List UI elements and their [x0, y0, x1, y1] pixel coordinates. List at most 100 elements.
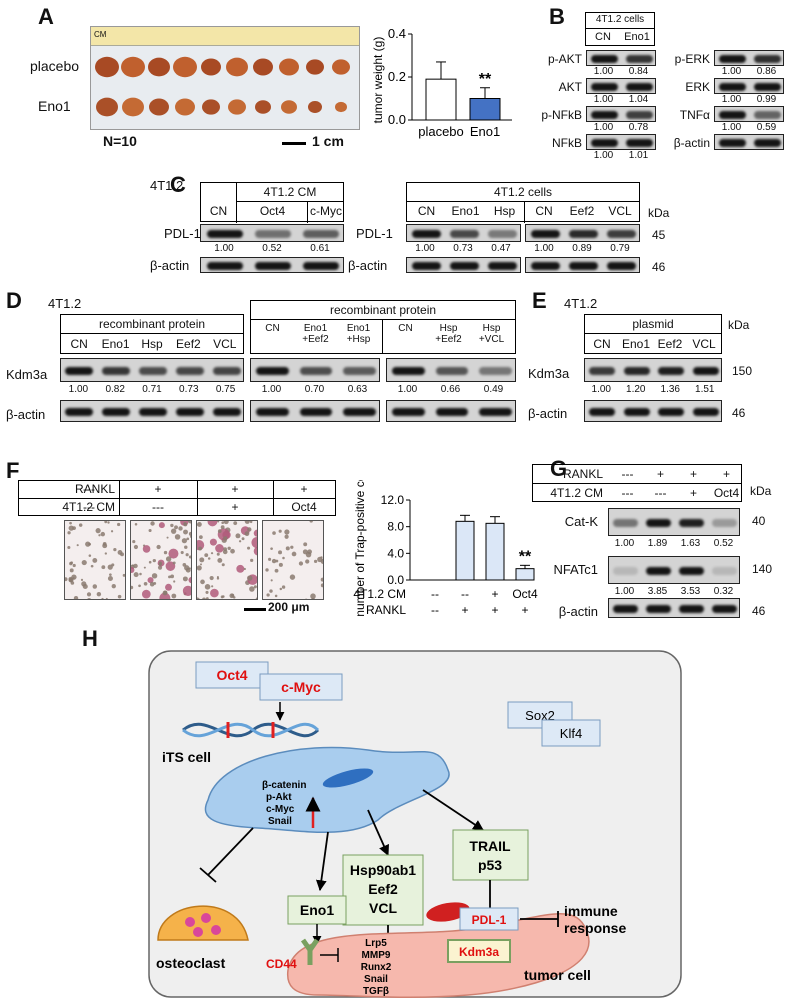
panel-c-row-pdl1-right: PDL-1: [356, 226, 393, 241]
panel-e-kdm3a-blot-band-1: [589, 367, 616, 375]
tumor-placebo-7: [253, 58, 273, 76]
panel-b-right-blot-4-band-2: [754, 139, 781, 147]
panel-e-actin-blot-band-4: [692, 408, 719, 416]
panel-g-val-1-1: 1.00: [614, 538, 635, 549]
cell-dot: [96, 591, 102, 597]
panel-f-row2-val-2: ---: [152, 500, 164, 514]
tumor-photo: CM: [90, 26, 360, 130]
panel-c-left-actin-blot: [200, 257, 344, 273]
cell-dot: [199, 557, 205, 563]
cell-dot: [188, 555, 191, 559]
panel-b-right-blot-2-band-2: [754, 83, 781, 91]
panel-c-right-val1-3: 0.47: [491, 243, 511, 254]
cell-dot: [236, 564, 245, 573]
panel-d-header-2-divider: [251, 319, 515, 320]
panel-g-blot-2-band-4: [711, 567, 738, 575]
panel-d-col2b-3: Hsp +VCL: [478, 323, 505, 345]
panel-f-row1-val-1: ---: [83, 482, 95, 496]
panel-f-y-axis-label: number of Trap-positive cells: [353, 480, 367, 617]
cell-dot: [221, 563, 225, 567]
panel-d-kdm3a-blot-1-band-3: [139, 367, 167, 375]
bar-2: [455, 520, 475, 581]
panel-e-header-divider: [585, 333, 721, 334]
hsp-line-3: VCL: [369, 900, 397, 916]
cell-dot: [150, 521, 155, 526]
cell-dot: [284, 534, 289, 539]
tumor-eno1-5: [202, 99, 220, 115]
panel-c-right-actin-blot-2: [525, 257, 640, 273]
cell-dot: [221, 521, 224, 525]
cell-dot: [220, 595, 224, 599]
panel-g-kda-3: 46: [752, 604, 766, 618]
cell-dot: [147, 577, 154, 584]
panel-c-right-actin-blot-1-band-3: [488, 262, 518, 270]
panel-f-x-row2-4: +: [521, 603, 528, 617]
bar-2: [469, 98, 501, 121]
panel-c-right-pdl1-blot-1: [406, 224, 521, 242]
panel-b-right-blot-3-band-2: [754, 111, 781, 119]
panel-f-x-row2-1: --: [431, 603, 439, 617]
panel-d-cell-label: 4T1.2: [48, 296, 82, 311]
panel-b-right-val-3-1: 1.00: [721, 122, 742, 133]
cell-dot: [180, 550, 184, 555]
panel-d-actin-blot-1-band-3: [139, 408, 167, 416]
tumor-cell-label: tumor cell: [524, 967, 591, 983]
tumor-placebo-2: [121, 56, 145, 78]
panel-b-right-label-4: β-actin: [673, 136, 710, 150]
cell-dot: [209, 538, 217, 546]
panel-d-row-actin: β-actin: [6, 407, 46, 422]
cell-dot: [178, 526, 183, 531]
panel-b-left-blot-1-band-1: [591, 55, 618, 63]
cell-dot: [165, 583, 172, 591]
tumor-eno1-10: [335, 101, 347, 113]
panel-g-blot-1: [608, 508, 740, 536]
tumor-eno1-8: [281, 100, 297, 114]
significance-mark: **: [519, 548, 532, 565]
panel-e-row-actin: β-actin: [528, 406, 568, 421]
cell-dot: [220, 525, 225, 530]
cell-dot: [163, 590, 168, 595]
panel-f-row1-val-4: +: [300, 482, 308, 496]
cell-dot: [269, 589, 273, 593]
panel-c-right-header: 4T1.2 cells: [493, 185, 553, 199]
cell-dot: [270, 547, 273, 550]
cell-dot: [104, 552, 108, 555]
panel-b-left-val-2-1: 1.00: [593, 94, 614, 105]
hsp-line-2: Eef2: [368, 881, 398, 897]
panel-g-blot-3-band-2: [645, 605, 672, 613]
cell-dot: [69, 568, 74, 573]
panel-c-right-col1-3: Hsp: [493, 204, 516, 218]
panel-d-actin-blot-3-band-2: [435, 408, 469, 416]
cell-dot: [117, 522, 121, 527]
trail-box: [452, 829, 529, 881]
cell-dot: [249, 586, 255, 592]
panel-d-actin-blot-1-band-2: [102, 408, 131, 416]
panel-g-val-1-2: 1.89: [647, 538, 668, 549]
panel-c-right-pdl1-blot-2-band-3: [607, 230, 637, 238]
panel-c-right-col1-2: Eno1: [451, 204, 480, 218]
panel-g-row1-val-4: +: [722, 467, 730, 481]
panel-f-label: F: [6, 458, 20, 483]
panel-g-val-2-2: 3.85: [647, 586, 668, 597]
panel-e-kda-label: kDa: [728, 318, 750, 332]
oct4-text: Oct4: [216, 667, 247, 683]
cell-dot: [313, 559, 318, 564]
cell-dot: [247, 546, 251, 550]
panel-e-kdm3a-blot: [584, 358, 722, 382]
pdl1-box: [459, 907, 519, 931]
cell-dot: [132, 539, 136, 544]
cell-dot: [68, 525, 74, 531]
panel-c-divider-3: [307, 201, 308, 223]
panel-c-right-val2-2: 0.89: [572, 243, 592, 254]
panel-b-right-val-2-1: 1.00: [721, 94, 742, 105]
cell-dot: [284, 529, 290, 535]
cell-dot: [305, 551, 312, 558]
y-tick-label-1: 0.2: [388, 69, 406, 84]
target-3: Runx2: [361, 962, 392, 973]
its-label: iTS cell: [162, 749, 211, 765]
cell-dot: [111, 563, 115, 567]
